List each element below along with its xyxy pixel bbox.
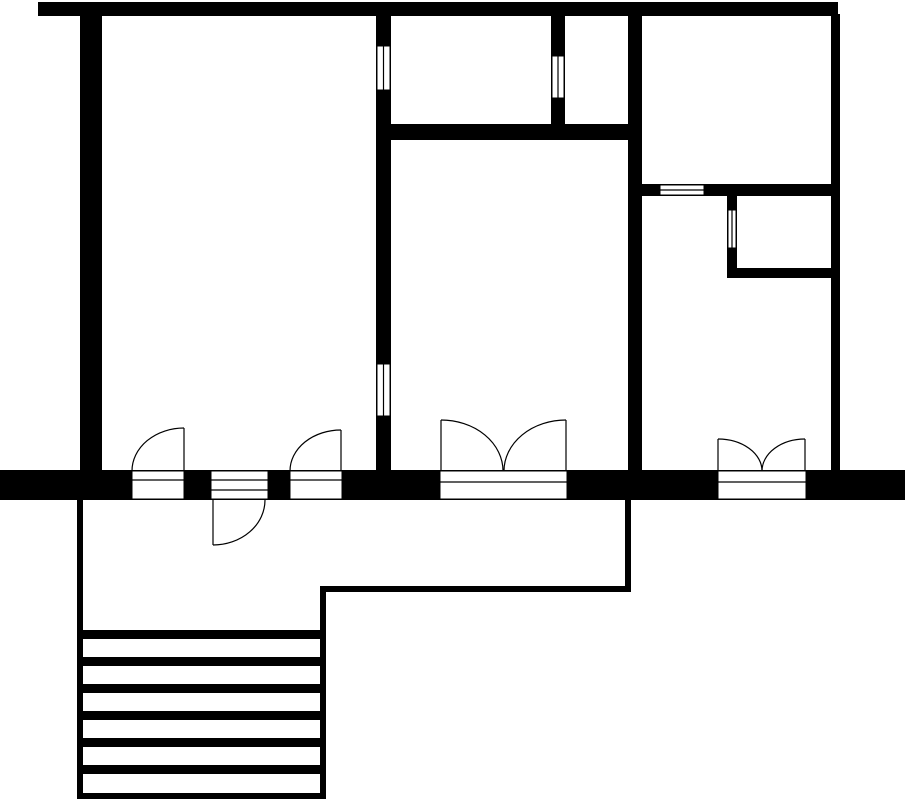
left-door-1 — [131, 427, 185, 500]
window-4 — [659, 184, 705, 196]
outer-door — [212, 499, 266, 546]
left-door-2 — [289, 429, 343, 500]
middle-horizontal-wall — [391, 124, 628, 140]
right-outer-wall — [831, 14, 840, 472]
stair-step-6 — [80, 765, 323, 774]
doors — [131, 419, 807, 546]
left-wall — [80, 16, 102, 472]
window-5 — [727, 209, 737, 249]
window-2 — [551, 55, 565, 99]
stairs — [80, 630, 323, 774]
stair-step-1 — [80, 630, 323, 639]
top-wall — [38, 2, 838, 16]
right-double-door — [717, 438, 807, 500]
windows — [210, 45, 737, 500]
partition-wall-1 — [376, 16, 391, 472]
window-1 — [376, 45, 391, 91]
stair-step-3 — [80, 684, 323, 693]
partition-wall-3 — [628, 16, 642, 472]
window-3 — [376, 363, 391, 417]
porch-outline — [77, 500, 631, 799]
walls — [0, 2, 905, 500]
stair-step-2 — [80, 657, 323, 666]
middle-double-door — [439, 419, 568, 500]
stair-step-4 — [80, 711, 323, 720]
stair-step-5 — [80, 738, 323, 747]
closet-wall-bottom — [727, 268, 832, 278]
window-6 — [210, 470, 269, 500]
